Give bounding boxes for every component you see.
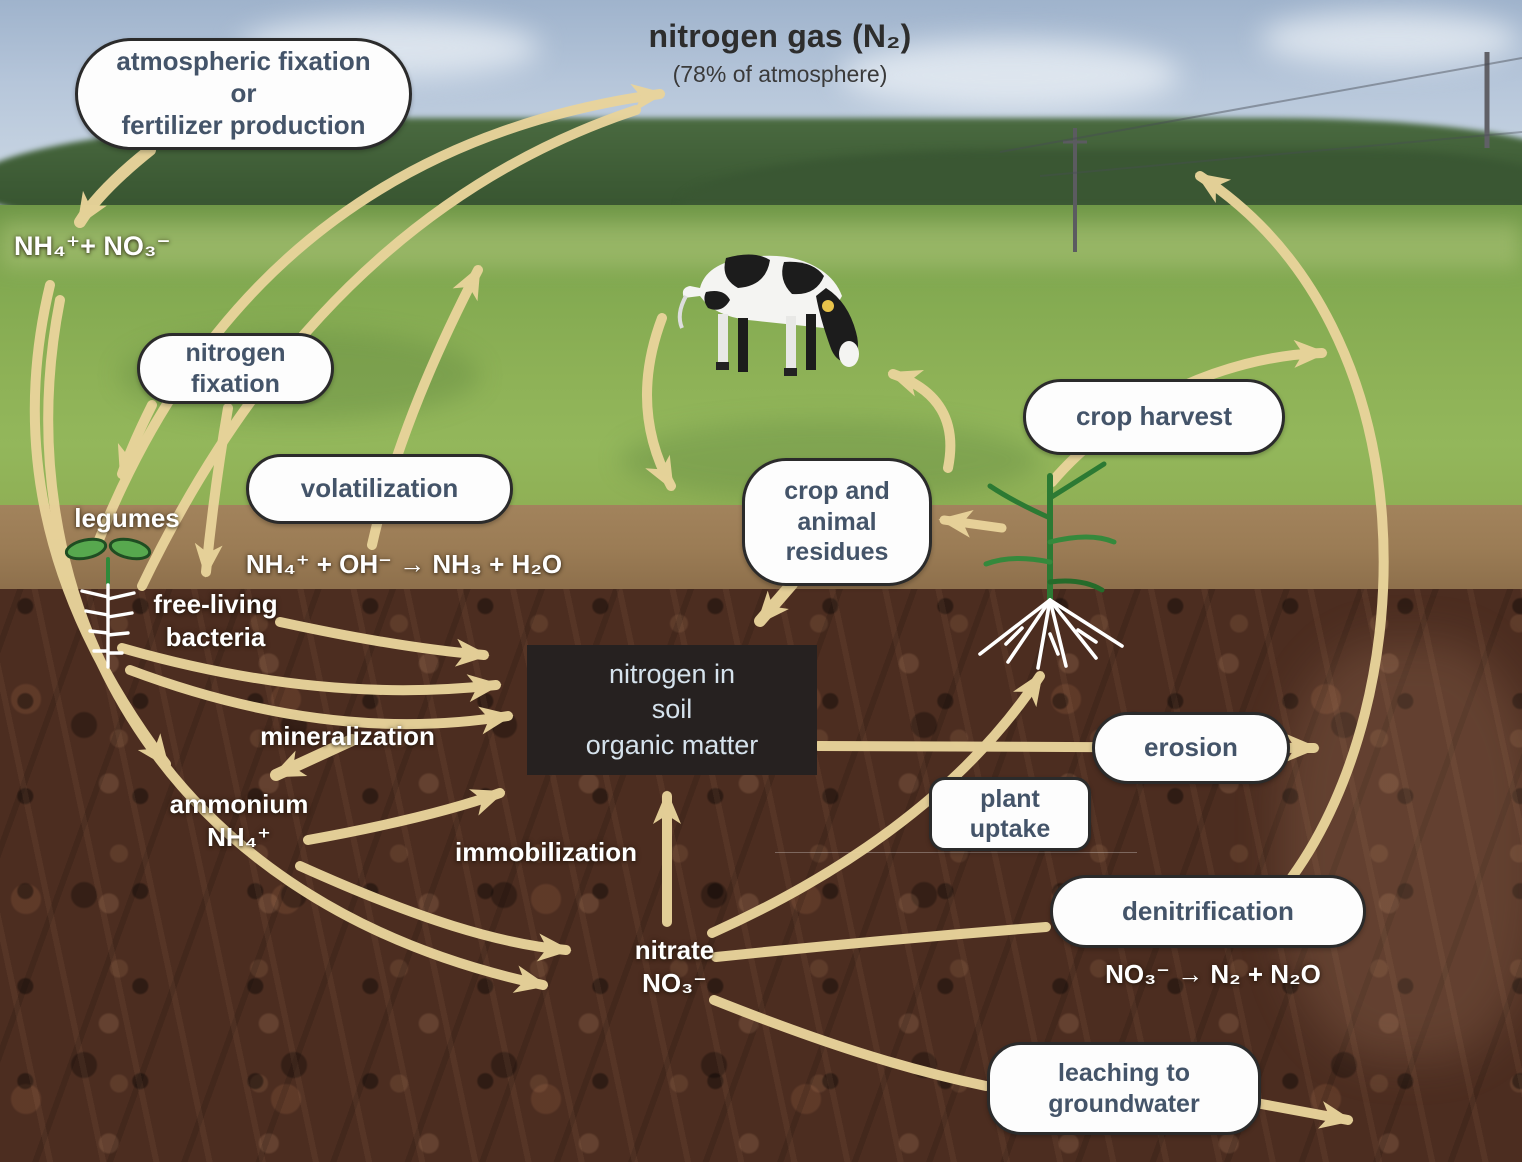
label-legumes: legumes <box>74 503 180 533</box>
subsoil-light-patch <box>1280 640 1522 1060</box>
cloud <box>840 40 1180 110</box>
page-title: nitrogen gas (N₂) <box>648 18 912 54</box>
corn-plant-icon <box>978 461 1124 670</box>
label-ammonium: ammonium NH₄⁺ <box>169 789 309 852</box>
arrow-leaching-out <box>1251 1098 1354 1129</box>
soil-organic-matter-box: nitrogen in soil organic matter <box>527 645 817 775</box>
cow-icon <box>677 254 859 376</box>
diagram-title-block: nitrogen gas (N₂) (78% of atmosphere) <box>560 18 1000 88</box>
bubble-nitrogen-fixation: nitrogen fixation <box>137 333 334 404</box>
arrow-nitrate-to-denitrification <box>711 922 1051 962</box>
arrow-bacteria-to-box <box>275 617 490 667</box>
page-subtitle: (78% of atmosphere) <box>672 61 888 87</box>
bubble-erosion: erosion <box>1092 712 1290 784</box>
arrow-soil-to-atmosphere-1 <box>90 83 666 555</box>
label-fertilizer-products: NH₄⁺+ NO₃⁻ <box>14 231 171 261</box>
label-immobilization: immobilization <box>455 837 637 867</box>
arrow-residues-to-soil-box <box>754 578 798 627</box>
arrow-soil-to-atmosphere-2 <box>137 105 641 591</box>
label-mineralization: mineralization <box>260 721 435 751</box>
arrow-ammonium-to-nitrate <box>295 861 572 962</box>
label-volatilization-equation: NH₄⁺ + OH⁻ → NH₃ + H₂O <box>245 549 563 579</box>
label-denitrification-equation: NO₃⁻ → N₂ + N₂O <box>1105 959 1321 989</box>
label-free-living-bacteria: free-living bacteria <box>153 589 278 652</box>
bubble-denitrification: denitrification <box>1050 875 1366 948</box>
bubble-plant-uptake: plant uptake <box>929 777 1091 851</box>
arrow-mineralization <box>270 734 358 781</box>
arrow-fixation-to-legumes <box>117 400 157 480</box>
arrow-nitrate-to-leaching <box>709 995 991 1091</box>
arrow-denitrification-to-atmosphere <box>1195 171 1389 882</box>
bubble-atmospheric-fixation: atmospheric fixation or fertilizer produ… <box>75 38 412 150</box>
bubble-crop-animal-residues: crop and animal residues <box>742 458 932 586</box>
arrow-nitrate-to-roots <box>707 671 1045 938</box>
label-nitrate: nitrate NO₃⁻ <box>634 935 715 998</box>
arrow-grass-to-cow <box>887 369 956 473</box>
bubble-crop-harvest: crop harvest <box>1023 379 1285 455</box>
root-system-icon <box>80 583 136 669</box>
legume-seedling-icon <box>64 537 152 669</box>
cloud <box>1260 12 1520 67</box>
arrow-ammonium-to-box <box>303 788 506 845</box>
bubble-volatilization: volatilization <box>246 454 513 524</box>
arrow-legumes-to-box <box>117 643 502 703</box>
bubble-leaching-groundwater: leaching to groundwater <box>987 1042 1261 1135</box>
arrow-fixation-to-fertilizer <box>74 144 156 228</box>
arrow-roots-to-box <box>125 665 514 735</box>
arrow-fertilizer-to-nitrate <box>43 295 549 993</box>
arrow-fixation-to-bacteria <box>194 403 233 578</box>
arrow-corn-to-residues <box>938 509 1007 538</box>
arrow-cow-to-residues <box>642 313 676 491</box>
thin-divider-line <box>775 852 1137 853</box>
